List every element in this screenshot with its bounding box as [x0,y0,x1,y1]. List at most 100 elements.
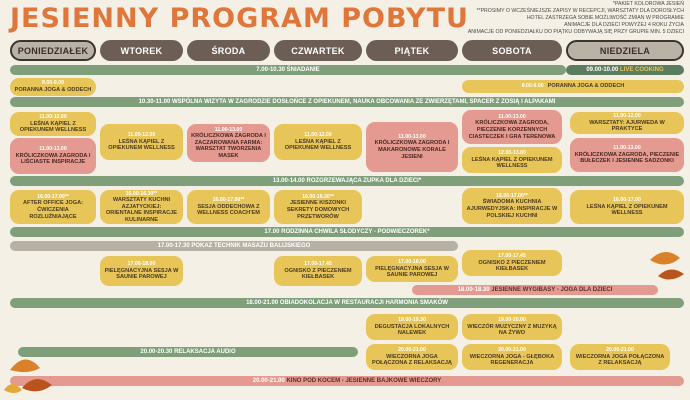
event-time: 11.00-13.00 [39,146,67,153]
event-sun-ayur: 11.00-12.00 WARSZTATY: AJURWEDA W PRAKTY… [570,112,684,134]
event-name: WIECZORNA JOGA POŁĄCZONA Z RELAKSACJĄ [372,353,452,367]
bar-label: POKAZ TECHNIK MASAŻU BALIJSKIEGO [191,243,311,249]
event-sat-rabbit: 11.00-13.00 KRÓLICZKOWA ZAGRODA, PIECZEN… [462,110,562,144]
event-time: 16.00-17.00** [212,197,245,204]
event-time: 8.00-9.00 [521,83,544,90]
event-time: 17.00-18.00 [127,261,156,268]
event-name: WIECZORNA JOGA - GŁĘBOKA REGENERACJA [469,353,555,367]
event-sat-fire: 17.00-17.45 OGNISKO Z PIECZENIEM KIEŁBAS… [462,250,562,276]
event-fri-rabbit: 11.00-13.00 KRÓLICZKOWA ZAGRODA I MAKARO… [366,122,458,172]
bar-label: JESIENNE WYGIBASY - JOGA DLA DZIECI [491,287,613,293]
event-mon-bath: 11.00-12.00 LEŚNA KĄPIEL Z OPIEKUNEM WEL… [10,112,96,136]
event-name: LEŚNA KĄPIEL Z OPIEKUNEM WELLNESS [284,138,352,152]
bar-dinner: 18.00-21.00 OBIADOKOLACJA W RESTAURACJI … [10,298,684,308]
event-sun-rabbit: 11.00-13.00 KRÓLICZKOWA ZAGRODA, PIECZEN… [570,138,684,172]
note-line: ANIMACJE DLA DZIECI POWYŻEJ 4 ROKU ŻYCIA [564,22,684,28]
event-name: JESIENNE KISZONKI SEKRETY DOMOWYCH PRZET… [286,200,350,220]
notes-block: *PAKIET KOLOROWA JESIEŃ **PROSIMY O WCZE… [354,1,684,36]
event-name: SESJA ODDECHOWA Z WELLNESS COACH'EM [197,203,260,217]
event-tue-bath: 11.00-12.00 LEŚNA KĄPIEL Z OPIEKUNEM WEL… [100,124,183,160]
bar-time: 18.00-18.30 [457,287,490,293]
event-sun-yoga-evening: 20.00-21.00 WIECZORNA JOGA POŁĄCZONA Z R… [570,344,670,370]
event-name: LEŚNA KĄPIEL Z OPIEKUNEM WELLNESS [471,156,553,170]
event-name: PIELĘGNACYJNA SESJA W SAUNIE PAROWEJ [104,267,179,281]
event-name: LEŚNA KĄPIEL Z OPIEKUNEM WELLNESS [19,120,87,134]
event-thu-pickles: 16.00-16.30** JESIENNE KISZONKI SEKRETY … [274,190,362,224]
day-header-saturday: SOBOTA [462,40,562,61]
bar-label: ROZGRZEWAJĄCA ZUPKA DLA DZIECI* [306,178,422,184]
note-line: HOTEL ZASTRZEGA SOBIE MOŻLIWOŚĆ ZMIAN W … [526,15,684,21]
event-time: 19.00-19.30 [398,317,426,324]
event-sun-bath: 16.00-17.00 LEŚNA KĄPIEL Z OPIEKUNEM WEL… [570,190,684,224]
event-wed-rabbit: 11.00-13.00 KRÓLICZKOWA ZAGRODA I ZACZAR… [187,124,270,162]
bar-time: 20.00-21.00 [252,378,285,384]
event-sat-music: 19.00-20.00 WIECZÓR MUZYCZNY Z MUZYKĄ NA… [462,314,562,340]
bar-games: 18.00-18.30 JESIENNE WYGIBASY - JOGA DLA… [412,285,658,295]
bar-time: 17.00-17.30 [157,243,190,249]
bar-label: OBIADOKOLACJA W RESTAURACJI HARMONIA SMA… [279,300,448,306]
event-name: KRÓLICZKOWA ZAGRODA I LIŚCIASTE INSPIRAC… [15,152,91,166]
event-mon-rabbit: 11.00-13.00 KRÓLICZKOWA ZAGRODA I LIŚCIA… [10,138,96,174]
note-line: *PAKIET KOLOROWA JESIEŃ [612,1,684,7]
bar-farm: 10.30-11.00 WSPÓLNA WIZYTA W ZAGRODZIE D… [10,97,684,107]
event-time: 12.00-13.00 [498,150,526,157]
bar-live-cooking: 09.00-10.00 LIVE COOKING [566,65,684,75]
event-time: 20.00-21.00 [606,347,634,354]
bar-label: KINO POD KOCEM - JESIENNE BAJKOWE WIECZO… [286,378,442,384]
event-name: KRÓLICZKOWA ZAGRODA, PIECZENIE BUŁECZEK … [574,151,680,165]
bar-time: 13.00-14.00 [272,178,305,184]
event-name: ŚWIADOMA KUCHNIA AJURWEDYJSKA: INSPIRACJ… [466,199,558,219]
event-time: 19.00-20.00 [498,317,526,324]
event-time: 16.00-17.00** [37,193,69,200]
bar-label: LIVE COOKING [620,67,664,73]
event-fri-tasting: 19.00-19.30 DEGUSTACJA LOKALNYCH NALEWEK [366,314,458,340]
bar-cinema: 20.00-21.00 KINO POD KOCEM - JESIENNE BA… [10,376,684,386]
event-name: PORANNA JOGA & ODDECH [547,83,625,90]
bar-time: 18.00-21.00 [246,300,279,306]
bar-breakfast: 7.00-10.30 ŚNIADANIE [10,65,566,75]
event-time: 20.00-21.00 [498,347,526,354]
event-name: OGNISKO Z PIECZENIEM KIEŁBASEK [478,259,546,273]
day-header-thursday: CZWARTEK [274,40,362,61]
event-name: AFTER OFFICE JOGA: ĆWICZENIA ROZLUŹNIAJĄ… [23,200,83,220]
event-time: 11.00-12.00 [39,114,67,121]
day-header-friday: PIĄTEK [366,40,458,61]
page-title: JESIENNY PROGRAM POBYTU [10,3,469,34]
event-wed-breath: 16.00-17.00** SESJA ODDECHOWA Z WELLNESS… [187,190,270,224]
autumn-leaves-right-icon [650,251,684,280]
bar-time: 17.00 [264,229,280,235]
day-header-monday: PONIEDZIAŁEK [10,40,96,61]
event-name: WARSZTATY KUCHNI AZJATYCKIEJ: ORIENTALNE… [105,197,178,223]
event-time: 17.00-17.45 [304,261,332,268]
note-line: ANIMACJE OD PONIEDZIAŁKU DO PIĄTKU ODBYW… [467,29,684,35]
event-tue-sauna: 17.00-18.00 PIELĘGNACYJNA SESJA W SAUNIE… [100,256,183,286]
event-time: 17.00-18.00 [398,259,426,266]
event-time: 16.00-16.30** [302,193,334,200]
event-thu-bath: 11.00-12.00 LEŚNA KĄPIEL Z OPIEKUNEM WEL… [274,124,362,160]
event-tue-kitchen: 16.00-16.30** WARSZTATY KUCHNI AZJATYCKI… [100,190,183,224]
event-fri-sauna: 17.00-18.00 PIELĘGNACYJNA SESJA W SAUNIE… [366,256,458,282]
bar-time: 09.00-10.00 [586,67,619,73]
bar-relax: 20.00-20.30 RELAKSACJA AUDIO [18,347,358,357]
event-name: KRÓLICZKOWA ZAGRODA I ZACZAROWANA FARMA:… [191,133,266,159]
event-name: PIELĘGNACYJNA SESJA W SAUNIE PAROWEJ [375,265,449,279]
bar-label: WSPÓLNA WIZYTA W ZAGRODZIE DOSŁOŃCE Z OP… [171,99,556,105]
note-line: **PROSIMY O WCZEŚNIEJSZE ZAPISY W RECEPC… [476,8,684,14]
bar-soup: 13.00-14.00 ROZGRZEWAJĄCA ZUPKA DLA DZIE… [10,176,684,186]
event-time: 16.00-17.00 [613,197,641,204]
event-fri-yoga: 20.00-21.00 WIECZORNA JOGA POŁĄCZONA Z R… [366,344,458,370]
event-time: 16.00-17.00** [496,192,528,199]
bar-label: ŚNIADANIE [286,67,320,73]
bar-time: 10.30-11.00 [138,99,171,105]
event-name: WIECZÓR MUZYCZNY Z MUZYKĄ NA ŻYWO [467,323,557,337]
event-name: KRÓLICZKOWA ZAGRODA I MAKARONOWE KORALE … [374,140,450,160]
event-sat-yoga-evening: 20.00-21.00 WIECZORNA JOGA - GŁĘBOKA REG… [462,344,562,370]
event-name: LEŚNA KĄPIEL Z OPIEKUNEM WELLNESS [108,138,175,152]
event-time: 11.00-12.00 [304,132,332,139]
event-name: OGNISKO Z PIECZENIEM KIEŁBASEK [284,267,352,281]
bar-time: 7.00-10.30 [256,67,285,73]
event-time: 11.00-13.00 [398,133,426,140]
day-header-sunday: NIEDZIELA [566,40,684,61]
event-time: 11.00-13.00 [498,113,526,120]
event-name: DEGUSTACJA LOKALNYCH NALEWEK [374,323,450,337]
